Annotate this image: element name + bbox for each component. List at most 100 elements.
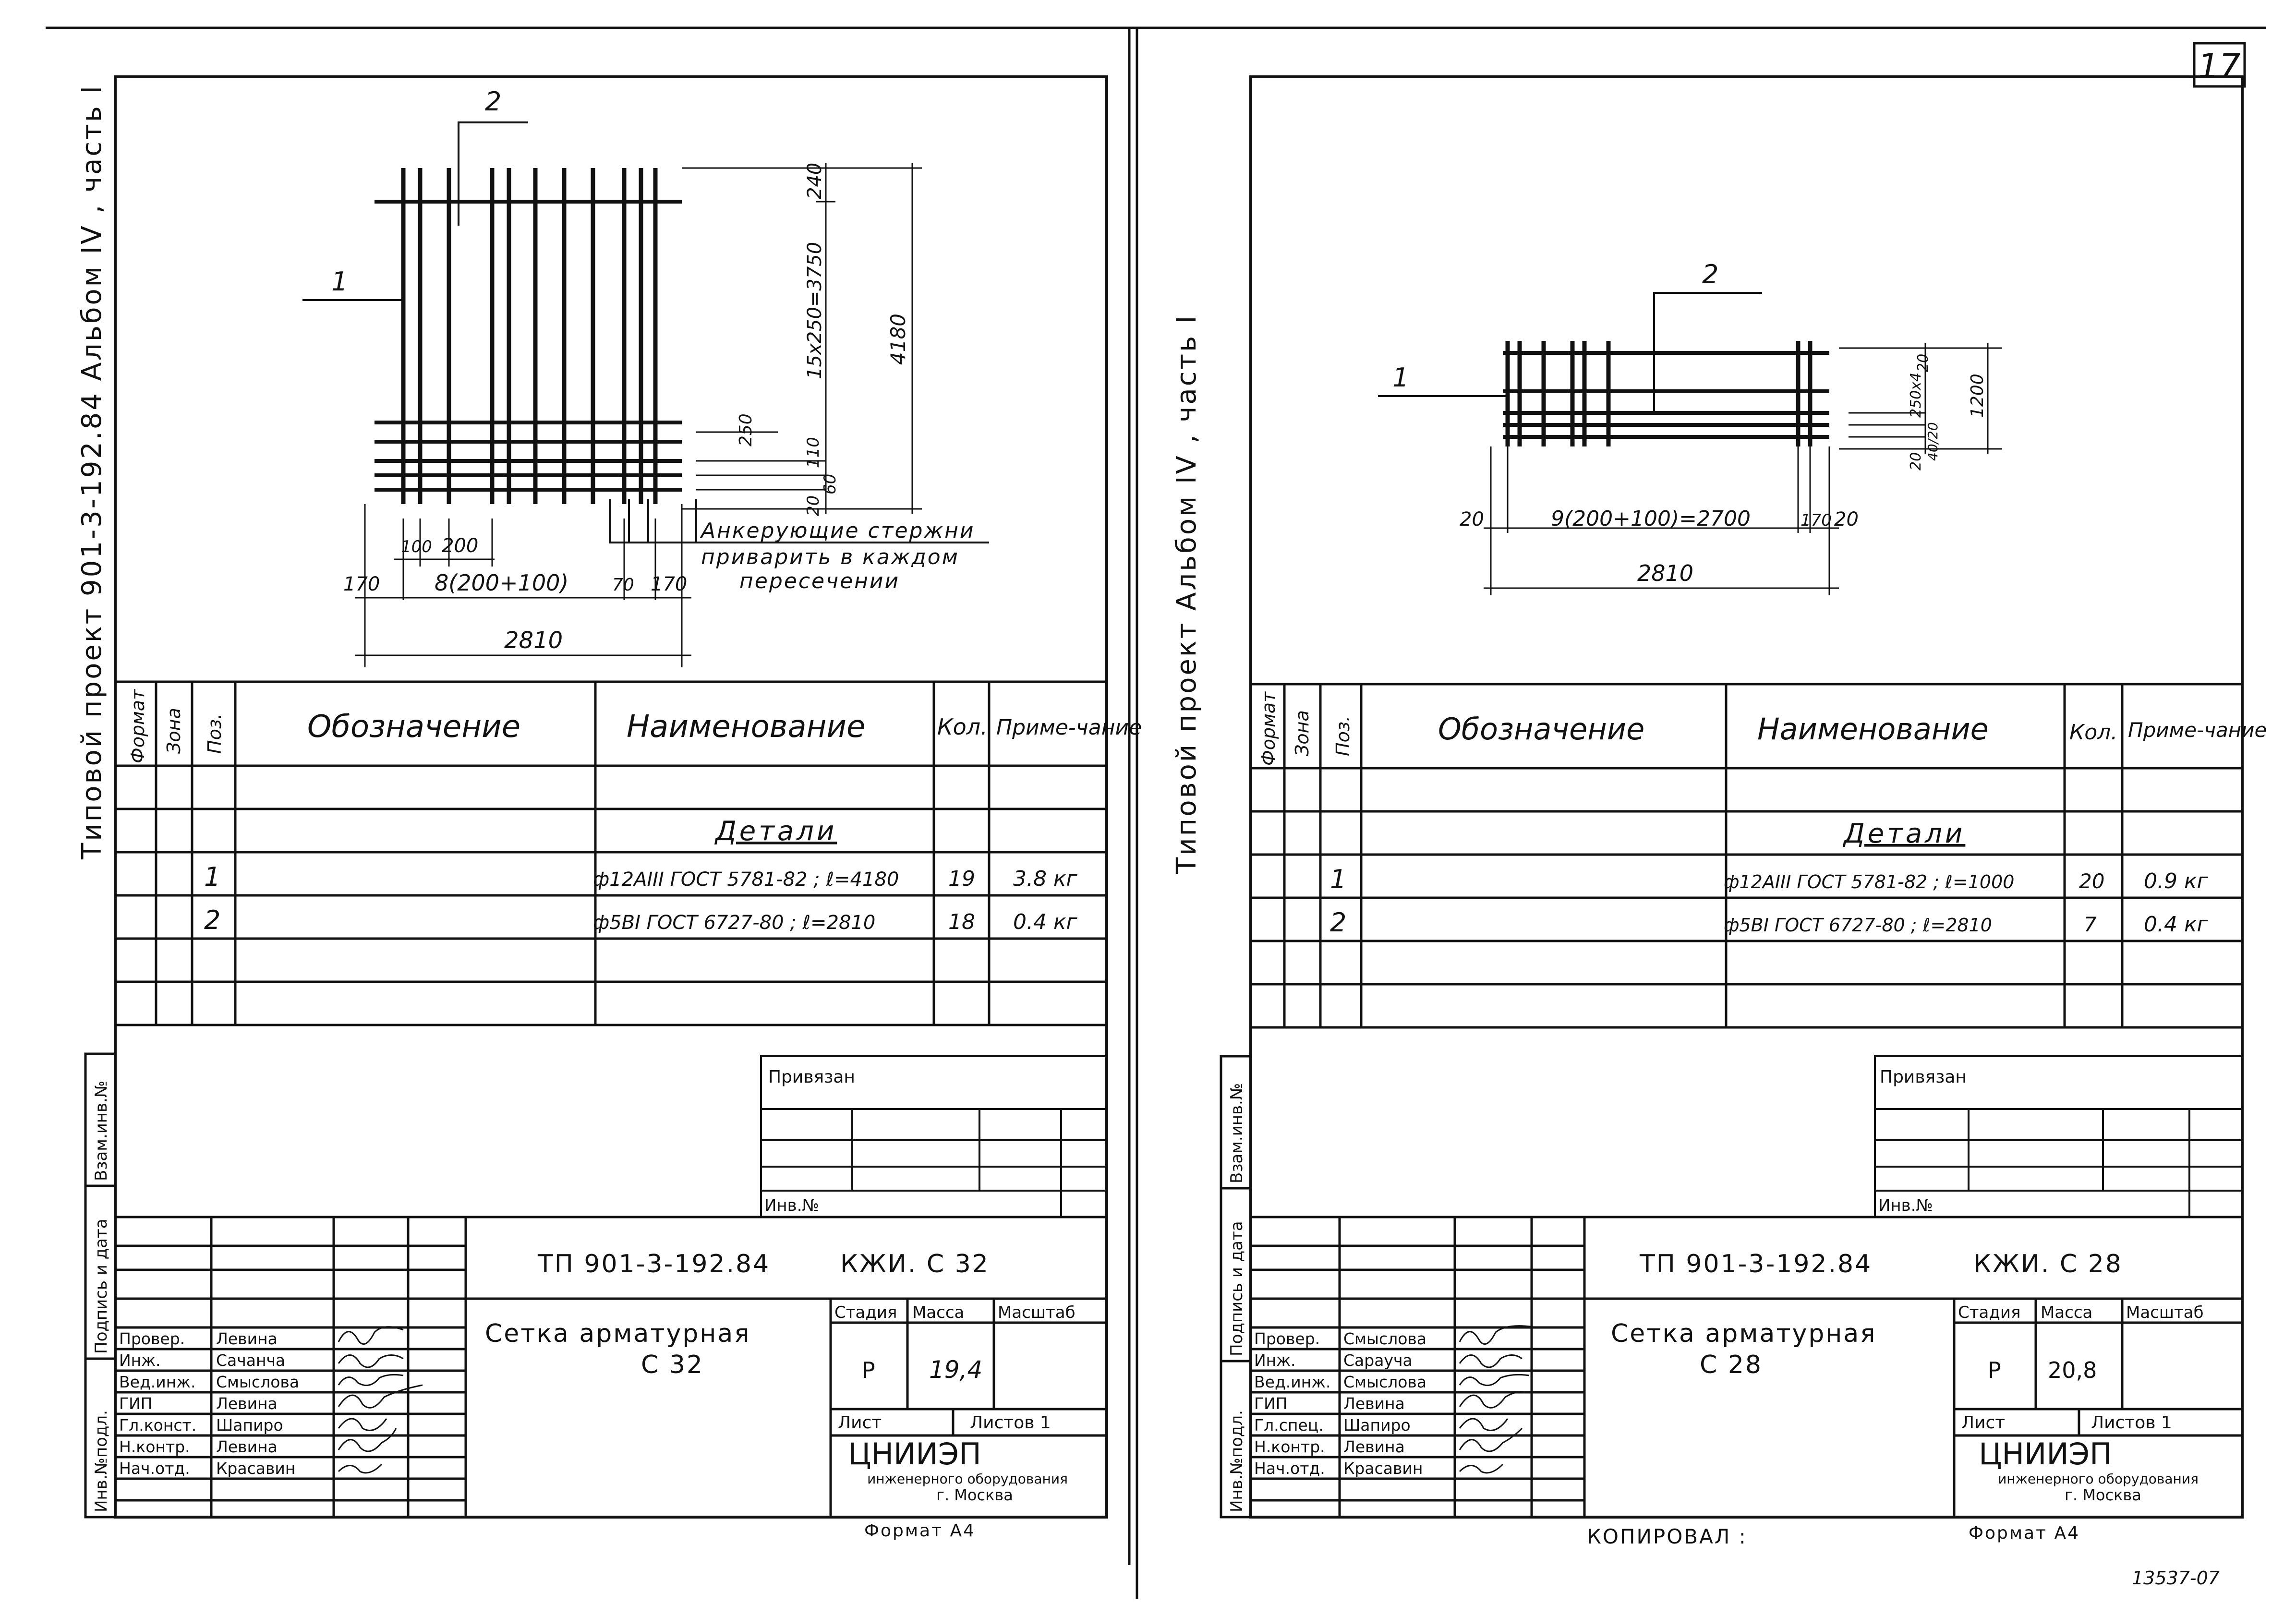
right-hdr-format: Формат xyxy=(1258,691,1279,766)
left-org-city: г. Москва xyxy=(936,1486,1013,1504)
left-dim-60: 60 xyxy=(821,474,840,494)
left-dim-250: 250 xyxy=(736,413,756,446)
right-dim-total-height: 1200 xyxy=(1968,374,1987,418)
right-org-name: ЦНИИЭП xyxy=(1979,1436,2112,1471)
right-role-4: Гл.спец. xyxy=(1254,1416,1324,1435)
archive-number: 13537-07 xyxy=(2132,1568,2220,1589)
right-roles: Провер. Смыслова Инж. Сарауча Вед.инж. С… xyxy=(1254,1329,1426,1478)
right-mass-label: Масса xyxy=(2041,1303,2092,1322)
right-row2-note: 0.4 кг xyxy=(2144,912,2209,937)
left-margin-strip: Взам.инв.№ Подпись и дата Инв.№подл. xyxy=(84,1052,117,1519)
left-inv-label: Инв.№ xyxy=(764,1196,819,1215)
left-note-line-2: приварить в каждом xyxy=(701,545,959,569)
right-role-6-name: Красавин xyxy=(1343,1459,1423,1478)
right-side-replace-inv: Взам.инв.№ xyxy=(1227,1083,1246,1183)
right-hdr-designation: Обозначение xyxy=(1438,712,1644,747)
left-row2-pos: 2 xyxy=(204,905,220,935)
left-hdr-zone: Зона xyxy=(163,708,184,754)
left-row1-qty: 19 xyxy=(948,867,975,891)
left-attached-block: Привязан Инв.№ xyxy=(760,1055,1108,1218)
left-row1-note: 3.8 кг xyxy=(1013,867,1078,891)
right-dim-right-end: 20 xyxy=(1834,508,1859,531)
left-hdr-qty: Кол. xyxy=(937,714,988,740)
left-row1-pos: 1 xyxy=(204,862,220,892)
left-org-name: ЦНИИЭП xyxy=(848,1436,981,1471)
left-dim-top-spacing: 240 xyxy=(804,163,826,199)
left-sheets-label: Листов 1 xyxy=(970,1413,1051,1433)
left-side-inv-orig: Инв.№подл. xyxy=(92,1410,111,1512)
right-row1-qty: 20 xyxy=(2079,869,2104,893)
left-dim-200: 200 xyxy=(442,535,478,557)
right-dim-left-end: 20 xyxy=(1460,508,1484,531)
right-role-0: Провер. xyxy=(1254,1329,1320,1348)
left-role-4-name: Шапиро xyxy=(216,1416,283,1435)
right-row1-note: 0.9 кг xyxy=(2144,869,2209,893)
right-frame xyxy=(1249,75,2244,1519)
left-role-5-name: Левина xyxy=(216,1437,278,1456)
left-project-code: ТП 901-3-192.84 xyxy=(537,1250,770,1278)
right-hdr-pos: Поз. xyxy=(1332,716,1353,756)
right-role-6: Нач.отд. xyxy=(1254,1459,1325,1478)
left-role-0: Провер. xyxy=(119,1329,185,1348)
right-pos-leader-1: 1 xyxy=(1392,362,1409,393)
right-title-line-1: Сетка арматурная xyxy=(1611,1319,1877,1348)
page-number: 17 xyxy=(2198,47,2240,86)
right-section-title: Детали xyxy=(1842,818,1965,849)
left-signatures xyxy=(338,1326,423,1474)
right-role-0-name: Смыслова xyxy=(1343,1329,1426,1348)
right-project-code: ТП 901-3-192.84 xyxy=(1639,1250,1872,1278)
right-org-desc: инженерного оборудования xyxy=(1998,1471,2199,1487)
right-attached-label: Привязан xyxy=(1880,1067,1967,1087)
left-dim-middle: 8(200+100) xyxy=(435,570,568,596)
right-mark: КЖИ. С 28 xyxy=(1973,1250,2123,1278)
right-role-5-name: Левина xyxy=(1343,1437,1405,1456)
right-signatures xyxy=(1459,1325,1537,1474)
left-title-line-2: С 32 xyxy=(641,1351,704,1379)
left-row2-note: 0.4 кг xyxy=(1013,910,1078,934)
right-role-2: Вед.инж. xyxy=(1254,1373,1331,1391)
right-hdr-zone: Зона xyxy=(1292,710,1313,756)
left-hdr-format: Формат xyxy=(127,688,148,763)
right-sheet-label: Лист xyxy=(1961,1413,2005,1433)
left-roles: Провер. Левина Инж. Сачанча Вед.инж. Смы… xyxy=(119,1329,299,1478)
right-scale-label: Масштаб xyxy=(2126,1303,2204,1322)
left-frame xyxy=(114,75,1108,1519)
left-stage: Р xyxy=(862,1357,875,1383)
left-dim-right-end: 170 xyxy=(651,573,687,595)
left-role-6-name: Красавин xyxy=(216,1459,295,1478)
right-side-inv-orig: Инв.№подл. xyxy=(1227,1410,1246,1512)
left-dim-20: 20 xyxy=(804,495,823,516)
left-mass-label: Масса xyxy=(912,1303,964,1322)
right-sheets-label: Листов 1 xyxy=(2091,1413,2172,1433)
left-side-replace-inv: Взам.инв.№ xyxy=(92,1081,111,1181)
left-side-title: Типовой проект 901-3-192.84 Альбом IV , … xyxy=(76,84,108,860)
right-dim-top-spacing: 20 xyxy=(1915,354,1932,372)
left-row2-name: ф5ВI ГОСТ 6727-80 ; ℓ=2810 xyxy=(593,912,875,934)
left-role-2-name: Смыслова xyxy=(216,1373,299,1391)
right-role-3: ГИП xyxy=(1254,1394,1288,1413)
left-hdr-designation: Обозначение xyxy=(307,709,520,745)
left-role-4: Гл.конст. xyxy=(119,1416,196,1435)
left-role-6: Нач.отд. xyxy=(119,1459,190,1478)
left-title-block: ТП 901-3-192.84 КЖИ. С 32 Сетка арматурн… xyxy=(115,1216,1107,1541)
left-role-5: Н.контр. xyxy=(119,1437,190,1456)
right-pos-leader-2: 2 xyxy=(1702,259,1718,289)
right-spec-table: Формат Зона Поз. Обозначение Наименовани… xyxy=(1251,683,2267,1029)
right-mesh-drawing: 1 2 20 250x4 1200 20 40/20 xyxy=(1378,259,2002,595)
right-title-block: ТП 901-3-192.84 КЖИ. С 28 Сетка арматурн… xyxy=(1251,1216,2242,1543)
right-dim-middle: 9(200+100)=2700 xyxy=(1551,507,1751,531)
right-row2-name: ф5ВI ГОСТ 6727-80 ; ℓ=2810 xyxy=(1724,915,1992,936)
left-dim-total-height: 4180 xyxy=(886,314,910,365)
right-row2-pos: 2 xyxy=(1330,907,1346,938)
right-stage-label: Стадия xyxy=(1958,1303,2020,1322)
right-dim-total-width: 2810 xyxy=(1637,560,1693,586)
right-hdr-qty: Кол. xyxy=(2069,720,2117,745)
left-dim-110: 110 xyxy=(804,437,823,468)
left-scale-label: Масштаб xyxy=(998,1303,1075,1322)
left-sheet: Типовой проект 901-3-192.84 Альбом IV , … xyxy=(76,75,1142,1541)
left-hdr-pos: Поз. xyxy=(204,713,225,754)
left-pos-leader-2: 2 xyxy=(485,86,501,117)
right-role-1-name: Сарауча xyxy=(1343,1351,1413,1370)
left-side-sign-date: Подпись и дата xyxy=(92,1218,111,1354)
